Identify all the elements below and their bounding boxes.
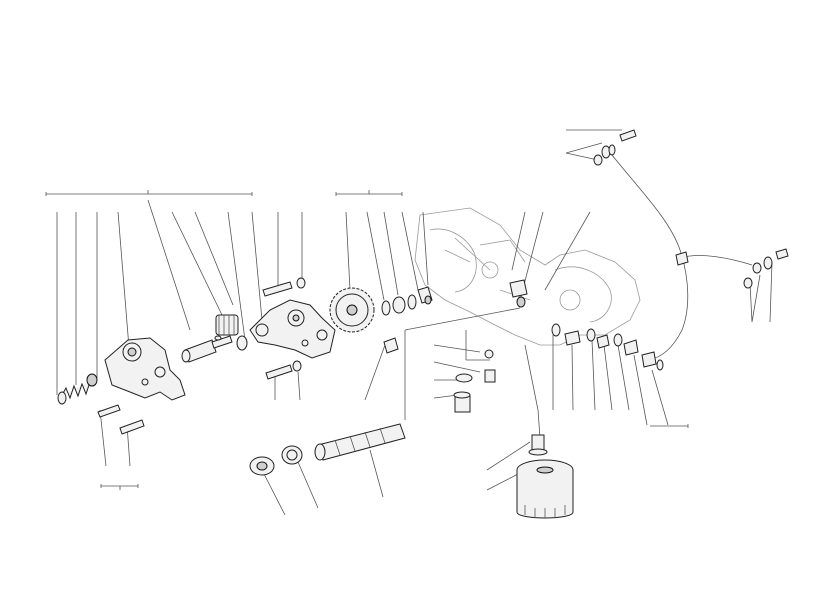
oil-filter-cartridge: [516, 459, 574, 519]
filter-nipple: [528, 434, 548, 456]
spacer-rings: [381, 286, 433, 354]
center-bushes: [455, 279, 528, 383]
right-row-parts: [551, 323, 639, 356]
pump-rotor: [214, 314, 248, 351]
pump-shaft: [181, 335, 233, 363]
pressure-spring: [57, 373, 98, 405]
drain-plug: [453, 391, 471, 413]
strainer-screen: [314, 423, 406, 461]
drive-gear: [329, 287, 375, 333]
strainer-cap: [249, 456, 275, 476]
crankcase-ghost: [414, 207, 641, 346]
oil-pump-body: [104, 337, 186, 401]
pump-cover: [249, 299, 336, 359]
pump-bolts: [97, 404, 145, 435]
cover-bolts: [262, 277, 306, 380]
leader-lines: [45, 129, 773, 516]
strainer-seal: [281, 445, 303, 465]
banjo-fittings: [593, 129, 789, 371]
